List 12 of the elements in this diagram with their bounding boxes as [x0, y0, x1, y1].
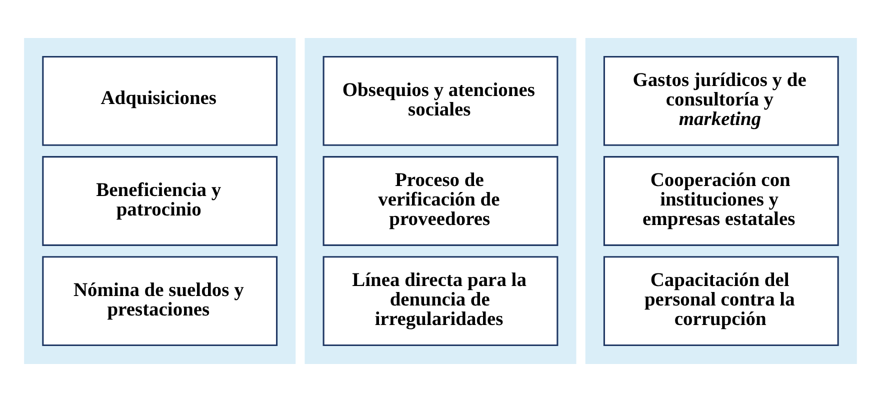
cluster — [24, 37, 296, 364]
node-box: Nómina de sueldos y prestaciones — [42, 256, 278, 346]
cluster — [304, 37, 576, 364]
node-box: Proceso de verificación de proveedores — [322, 156, 558, 246]
node-box: Gastos jurídicos y de consultoría y marketing — [603, 56, 839, 146]
node-box: Beneficiencia y patrocinio — [42, 156, 278, 246]
node-box: Cooperación con instituciones y empresas estatales — [603, 156, 839, 246]
node-box: Línea directa para la denuncia de irregularidades — [322, 256, 558, 346]
node-box: Obsequios y atenciones sociales — [322, 56, 558, 146]
cluster — [585, 37, 857, 364]
node-box: Capacitación del personal contra la corrupción — [603, 256, 839, 346]
node-box: Adquisiciones — [42, 56, 278, 146]
